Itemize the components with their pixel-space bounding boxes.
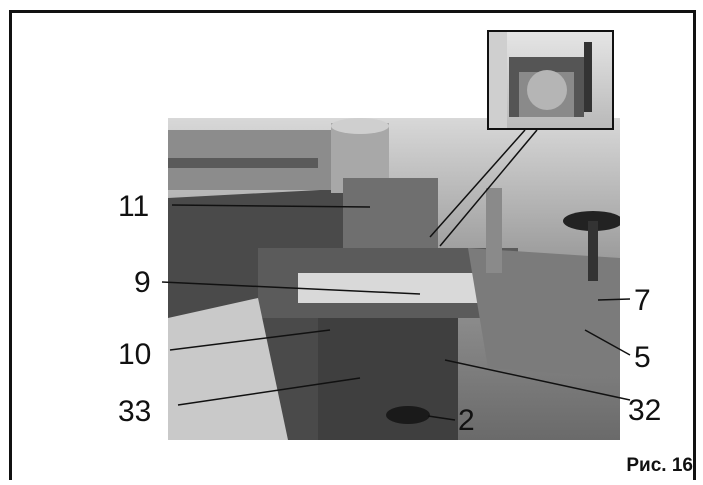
callout-9: 9 bbox=[134, 266, 151, 299]
callout-10: 10 bbox=[118, 338, 152, 371]
callout-33: 33 bbox=[118, 395, 152, 428]
machine-photo bbox=[168, 118, 620, 440]
figure-caption: Рис. 16 bbox=[626, 455, 693, 476]
callout-5: 5 bbox=[634, 341, 651, 374]
callout-7: 7 bbox=[634, 284, 651, 317]
detail-inset-photo bbox=[487, 30, 614, 130]
callout-11: 11 bbox=[118, 190, 150, 223]
figure-frame bbox=[9, 10, 696, 480]
callout-32: 32 bbox=[628, 394, 662, 427]
callout-2: 2 bbox=[458, 404, 475, 437]
